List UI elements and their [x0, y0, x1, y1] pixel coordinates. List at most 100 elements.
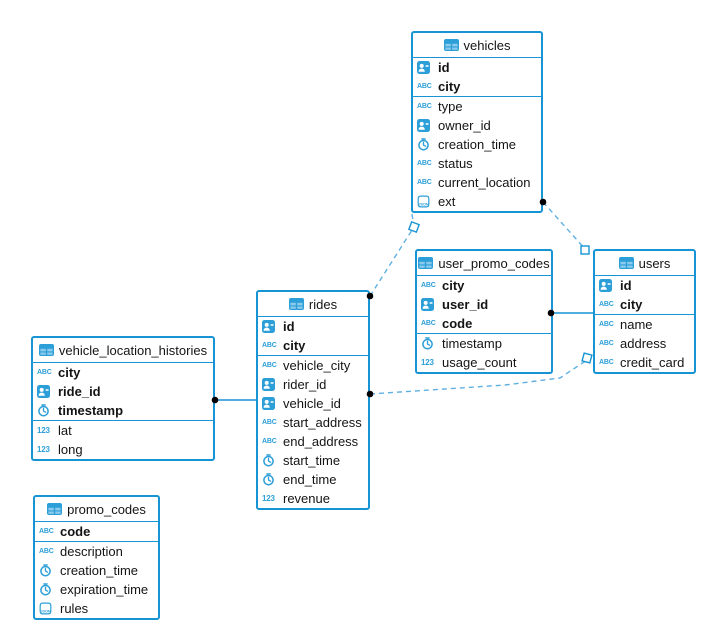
table-name: vehicles	[463, 37, 511, 53]
pk-separator	[413, 96, 541, 97]
table-name: user_promo_codes	[438, 255, 550, 271]
field-icon-wrap: ABC	[599, 321, 616, 328]
field-icon-wrap	[417, 61, 434, 74]
relation-vehicles-to-users[interactable]	[542, 201, 594, 253]
table-header[interactable]: user_promo_codes	[417, 251, 551, 276]
table-icon-wrap	[618, 257, 634, 269]
field-row[interactable]: timestamp	[417, 334, 551, 353]
table-header[interactable]: promo_codes	[35, 497, 158, 522]
field-row[interactable]: end_time	[258, 470, 368, 489]
user-id-icon	[262, 378, 275, 391]
timestamp-icon	[40, 583, 51, 596]
field-row[interactable]: creation_time	[413, 135, 541, 154]
table-icon-wrap	[38, 344, 54, 356]
user-id-icon	[421, 298, 434, 311]
user-id-icon	[417, 61, 430, 74]
field-icon-wrap: ABC	[421, 282, 438, 289]
table-header[interactable]: rides	[258, 292, 368, 317]
table-icon	[288, 298, 304, 310]
field-name: type	[438, 99, 463, 114]
text-icon: ABC	[417, 160, 432, 167]
table-header[interactable]: vehicles	[413, 33, 541, 58]
field-name: timestamp	[58, 403, 124, 418]
field-row[interactable]: owner_id	[413, 116, 541, 135]
number-icon: 123	[421, 357, 434, 367]
json-icon: JSON	[39, 602, 52, 615]
field-icon-wrap	[421, 298, 438, 311]
field-name: city	[58, 365, 81, 380]
field-row[interactable]: rider_id	[258, 375, 368, 394]
pk-field-row[interactable]: id	[413, 58, 541, 77]
field-name: credit_card	[620, 355, 685, 370]
pk-field-row[interactable]: user_id	[417, 295, 551, 314]
text-icon: ABC	[599, 301, 614, 308]
field-name: usage_count	[442, 355, 517, 370]
field-icon-wrap: JSON	[39, 602, 56, 615]
field-name: status	[438, 156, 473, 171]
table-header[interactable]: users	[595, 251, 694, 276]
field-icon-wrap	[262, 473, 279, 486]
pk-field-row[interactable]: ride_id	[33, 382, 213, 401]
table-name: vehicle_location_histories	[58, 342, 208, 358]
table-name: users	[638, 255, 671, 271]
field-row[interactable]: start_time	[258, 451, 368, 470]
text-icon: ABC	[262, 362, 277, 369]
timestamp-icon	[40, 564, 51, 577]
field-name: name	[620, 317, 653, 332]
field-row[interactable]: ABC status	[413, 154, 541, 173]
number-icon: 123	[37, 425, 50, 435]
pk-field-row[interactable]: id	[595, 276, 694, 295]
text-icon: ABC	[599, 340, 614, 347]
field-icon-wrap: ABC	[599, 301, 616, 308]
field-row[interactable]: ABC address	[595, 334, 694, 353]
pk-field-row[interactable]: timestamp	[33, 401, 213, 420]
field-row[interactable]: vehicle_id	[258, 394, 368, 413]
text-icon: ABC	[417, 179, 432, 186]
text-icon: ABC	[599, 321, 614, 328]
table-icon-wrap	[47, 503, 63, 515]
table-header[interactable]: vehicle_location_histories	[33, 338, 213, 363]
field-name: id	[283, 319, 295, 334]
pk-field-row[interactable]: id	[258, 317, 368, 336]
timestamp-icon	[418, 138, 429, 151]
number-icon: 123	[262, 493, 275, 503]
field-name: city	[438, 79, 461, 94]
field-name: address	[620, 336, 667, 351]
field-name: description	[60, 544, 123, 559]
text-icon: ABC	[421, 320, 436, 327]
field-row[interactable]: 123 usage_count	[417, 353, 551, 372]
pk-separator	[595, 314, 694, 315]
field-row[interactable]: expiration_time	[35, 580, 158, 599]
field-row[interactable]: creation_time	[35, 561, 158, 580]
field-row[interactable]: ABC name	[595, 315, 694, 334]
relation-rides-to-vehicles[interactable]	[369, 213, 415, 297]
text-icon: ABC	[262, 438, 277, 445]
field-name: rider_id	[283, 377, 327, 392]
field-icon-wrap: ABC	[417, 179, 434, 186]
